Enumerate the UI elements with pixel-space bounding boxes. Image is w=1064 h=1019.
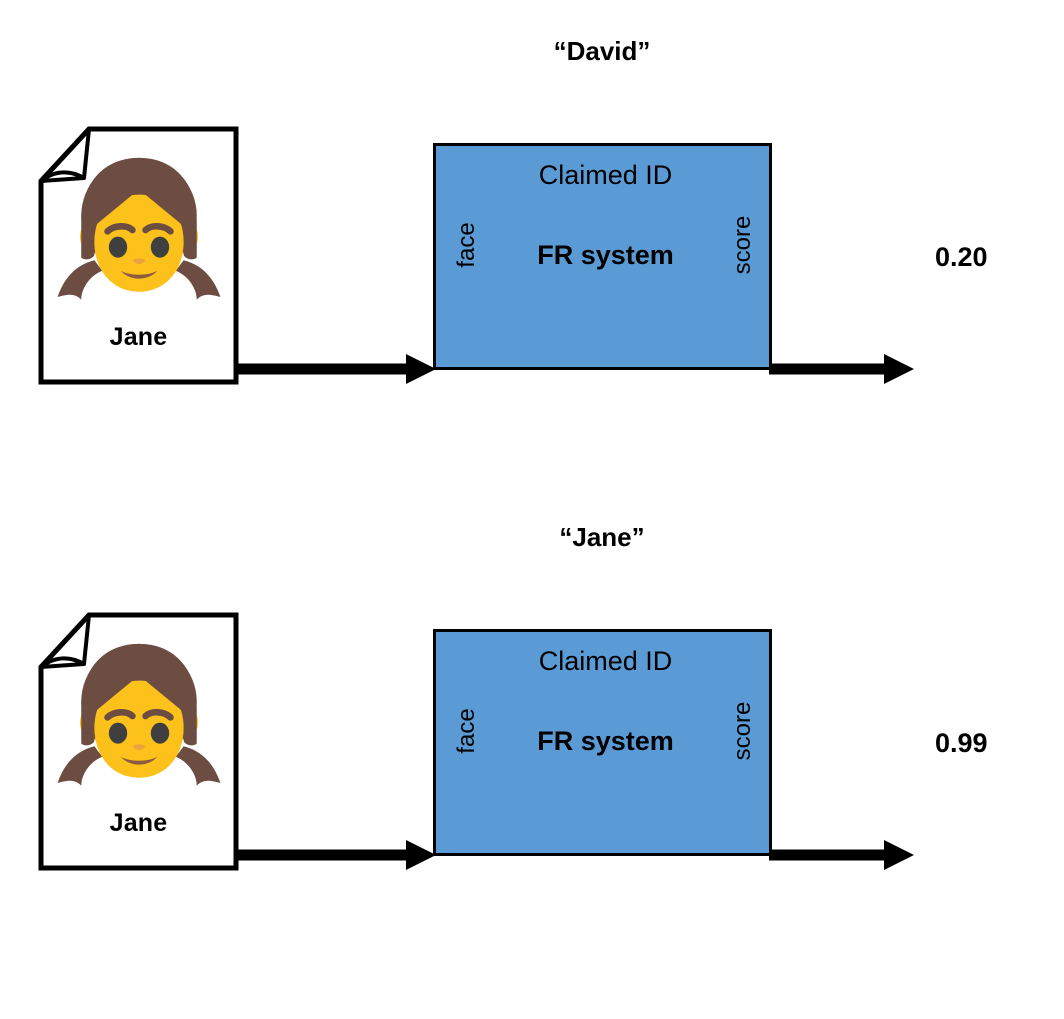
fr-system-box: Claimed ID FR system face score [433, 143, 772, 370]
fr-output-port-label: score [729, 215, 756, 275]
id-document-card: Jane [38, 612, 239, 871]
fr-box-title: Claimed ID [538, 160, 673, 190]
score-value: 0.20 [935, 242, 988, 272]
score-output-arrow-icon [769, 349, 914, 389]
claimed-id-caption: “Jane” [559, 522, 645, 552]
pipeline-row-impostor: “David” [0, 36, 1064, 533]
id-document-name: Jane [109, 323, 168, 351]
diagram-canvas: “David” [0, 36, 1064, 871]
face-input-arrow-icon [236, 835, 436, 875]
fr-box-title: Claimed ID [538, 646, 673, 676]
id-document-card: Jane [38, 126, 239, 385]
fr-system-box: Claimed ID FR system face score [433, 629, 772, 856]
fr-box-name: FR system [537, 726, 674, 756]
score-value: 0.99 [935, 728, 988, 758]
score-output-arrow-icon [769, 835, 914, 875]
pipeline-row-genuine: “Jane” [0, 522, 1064, 1019]
fr-output-port-label: score [729, 701, 756, 761]
face-input-arrow-icon [236, 349, 436, 389]
fr-input-port-label: face [453, 222, 480, 268]
fr-box-name: FR system [537, 240, 674, 270]
fr-input-port-label: face [453, 708, 480, 754]
claimed-id-caption: “David” [553, 36, 651, 66]
id-document-name: Jane [109, 809, 168, 837]
